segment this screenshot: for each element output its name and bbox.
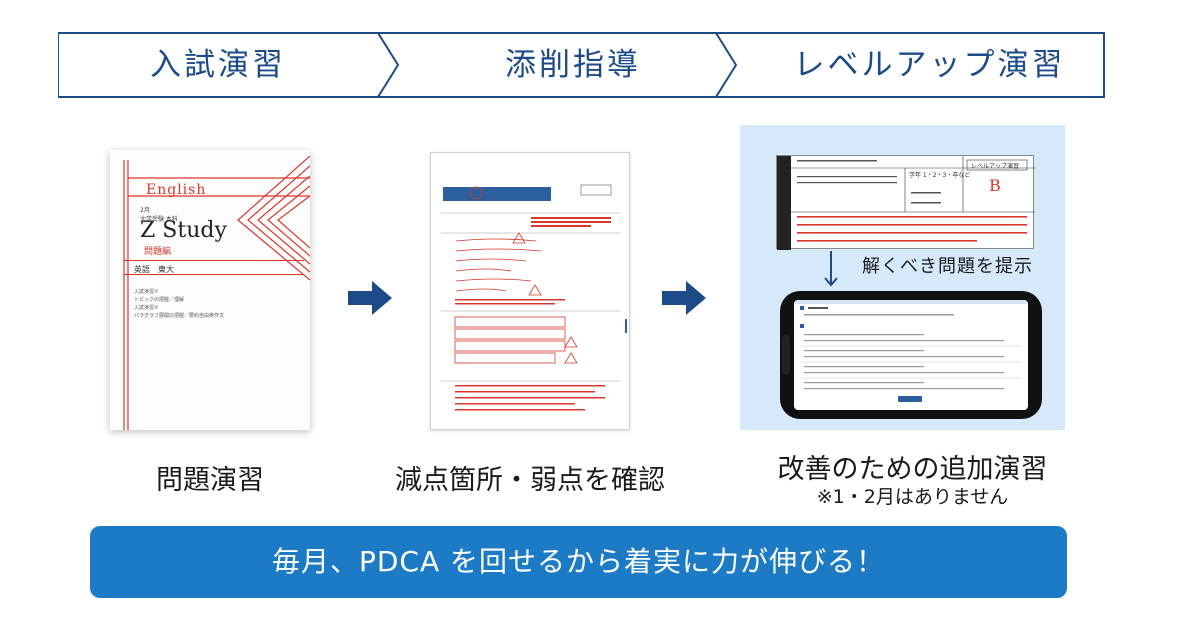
phone-screen-content [794, 300, 1028, 402]
levelup-hint: 解くべき問題を提示 [862, 256, 1033, 277]
levelup-grade-label: 学年 1・2・3・卒など [909, 172, 971, 179]
caption-note: ※1・2月はありません [816, 486, 1009, 508]
textbook-title: Z Study [140, 218, 227, 243]
arrow-right-icon [662, 281, 706, 315]
textbook-note: 入試演習① [134, 289, 159, 295]
step-exam-practice: 入試演習 [150, 47, 286, 83]
corrected-answer-sheet [430, 152, 630, 430]
textbook-divider [124, 260, 304, 261]
textbook-kind: 問題編 [144, 247, 172, 257]
textbook-english-label: English [146, 182, 207, 198]
phone-screen [794, 300, 1028, 410]
textbook-note: パラグラフ展開の把握／要約自由英作文 [134, 313, 225, 319]
step-levelup-practice: レベルアップ演習 [793, 47, 1066, 83]
arrow-right-icon [348, 281, 392, 315]
textbook-note: 入試演習② [134, 305, 159, 311]
levelup-grade-mark: B [989, 176, 1001, 195]
textbook-image: English 2月 大学受験 本科 Z Study 問題編 英語 東大 入試演… [110, 150, 310, 430]
correction-marks [441, 184, 627, 411]
textbook-divider [124, 274, 304, 275]
textbook-notes: 入試演習① トピックの把握／理解 入試演習② パラグラフ展開の把握／要約自由英作… [134, 288, 224, 320]
textbook-subject: 英語 東大 [134, 265, 174, 274]
levelup-document-sheet [777, 156, 1035, 250]
textbook-subtitle-line1: 2月 [140, 207, 150, 214]
phone-notch [782, 335, 790, 375]
levelup-panel: 学年 1・2・3・卒など レベルアップ演習 B 解くべき問題を提示 [740, 125, 1065, 430]
caption-check-weak-points: 減点箇所・弱点を確認 [395, 465, 665, 496]
textbook-subtitle: 2月 大学受験 本科 [140, 206, 178, 224]
step-correction-guidance: 添削指導 [505, 47, 641, 83]
smartphone-image [780, 291, 1042, 419]
textbook-note: トピックの把握／理解 [134, 297, 185, 303]
levelup-document: 学年 1・2・3・卒など レベルアップ演習 B [776, 155, 1035, 250]
caption-problem-practice: 問題演習 [156, 465, 264, 496]
step-flow-frame [58, 32, 1105, 98]
pdca-banner: 毎月、PDCA を回せるから着実に力が伸びる！ [90, 526, 1067, 598]
levelup-title-box: レベルアップ演習 [971, 163, 1020, 170]
textbook-subtitle-line2: 大学受験 本科 [140, 216, 178, 223]
step-flow: 入試演習 添削指導 レベルアップ演習 [58, 32, 1106, 98]
caption-additional-practice: 改善のための追加演習 [777, 454, 1048, 485]
down-arrow-icon [824, 251, 838, 287]
